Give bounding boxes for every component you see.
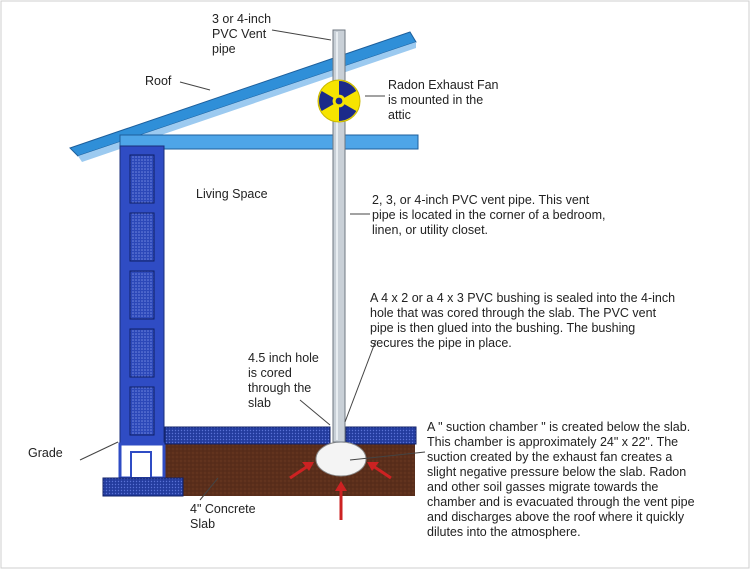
suction-chamber-label: A " suction chamber " is created below t… (427, 420, 695, 539)
vent-pipe-location-label: 2, 3, or 4-inch PVC vent pipe. This vent… (372, 193, 606, 237)
footing (102, 477, 184, 497)
living-space-label: Living Space (196, 187, 268, 201)
vent-pipe-top-label: 3 or 4-inch PVC Vent pipe (212, 12, 272, 56)
soil (165, 444, 415, 496)
block-cell-3 (129, 270, 155, 320)
concrete-slab-right (345, 426, 417, 445)
roof-label: Roof (145, 74, 172, 88)
lower-wall-cell (130, 451, 152, 479)
red-arrows-icon (289, 462, 392, 520)
roof-underside (78, 42, 416, 162)
grade-label: Grade (28, 446, 63, 460)
radon-fan-label: Radon Exhaust Fan is mounted in the atti… (388, 78, 499, 122)
callout-lines (79, 29, 426, 501)
radiation-trefoil-icon (317, 79, 361, 123)
concrete-slab-label: 4" Concrete Slab (190, 502, 256, 531)
block-cell-1 (129, 154, 155, 204)
block-cell-5 (129, 386, 155, 436)
ceiling-beam (119, 134, 419, 150)
concrete-slab-left (164, 426, 331, 445)
bushing-label: A 4 x 2 or a 4 x 3 PVC bushing is sealed… (370, 291, 676, 350)
block-cell-4 (129, 328, 155, 378)
block-cell-2 (129, 212, 155, 262)
cored-hole-label: 4.5 inch hole is cored through the slab (248, 351, 319, 410)
